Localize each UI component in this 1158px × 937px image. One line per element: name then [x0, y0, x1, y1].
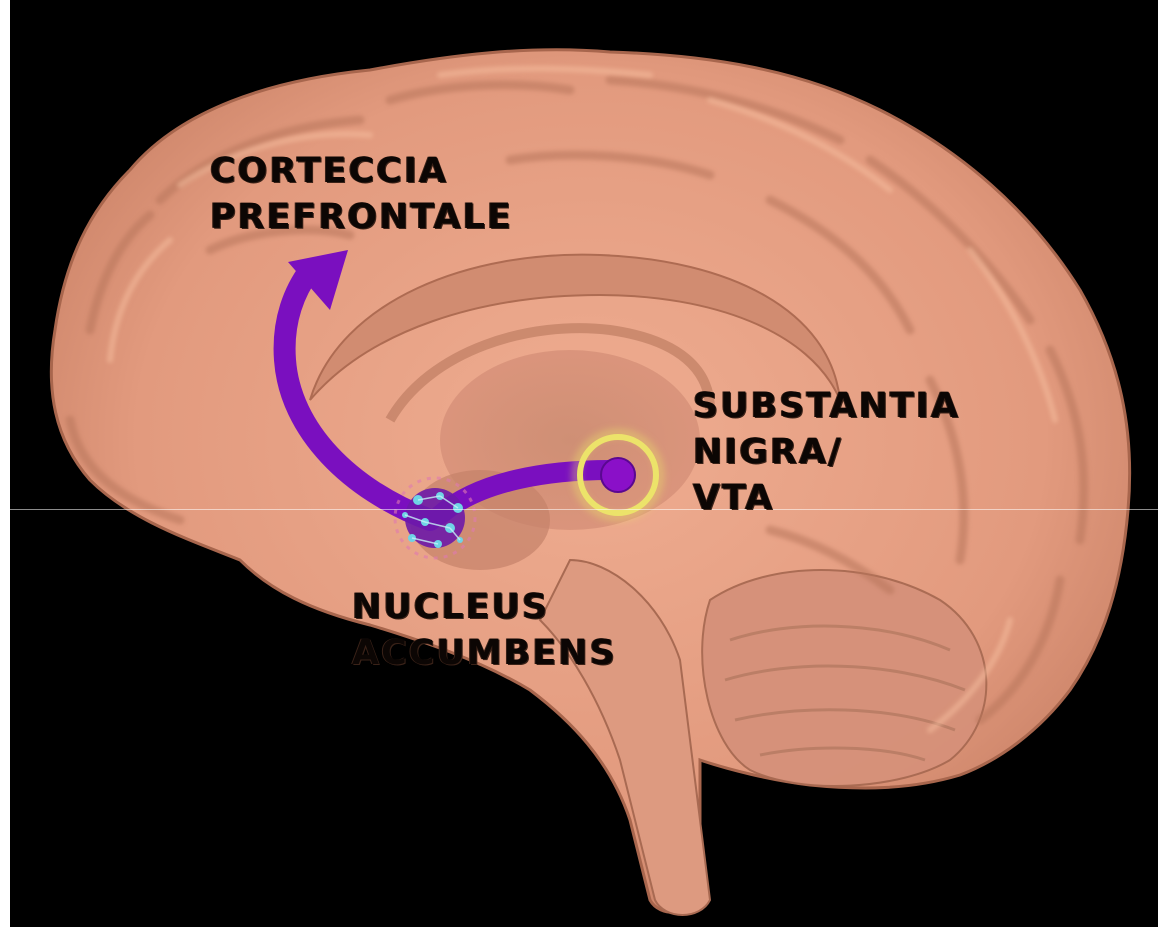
- label-line: NIGRA/: [693, 429, 960, 475]
- brain-sagittal-illustration: [10, 0, 1158, 927]
- label-substantia-nigra-vta: SUBSTANTIA NIGRA/ VTA: [693, 383, 960, 521]
- label-line: PREFRONTALE: [210, 194, 513, 240]
- label-prefrontal-cortex: CORTECCIA PREFRONTALE: [210, 148, 513, 240]
- label-line: VTA: [693, 475, 960, 521]
- label-line: CORTECCIA: [210, 148, 513, 194]
- diagram-canvas: CORTECCIA PREFRONTALE SUBSTANTIA NIGRA/ …: [10, 0, 1158, 927]
- label-line: ACCUMBENS: [352, 630, 617, 676]
- cerebellum: [702, 570, 986, 786]
- label-nucleus-accumbens: NUCLEUS ACCUMBENS: [352, 584, 617, 676]
- label-line: SUBSTANTIA: [693, 383, 960, 429]
- scan-artifact-line: [10, 509, 1158, 510]
- label-line: NUCLEUS: [352, 584, 617, 630]
